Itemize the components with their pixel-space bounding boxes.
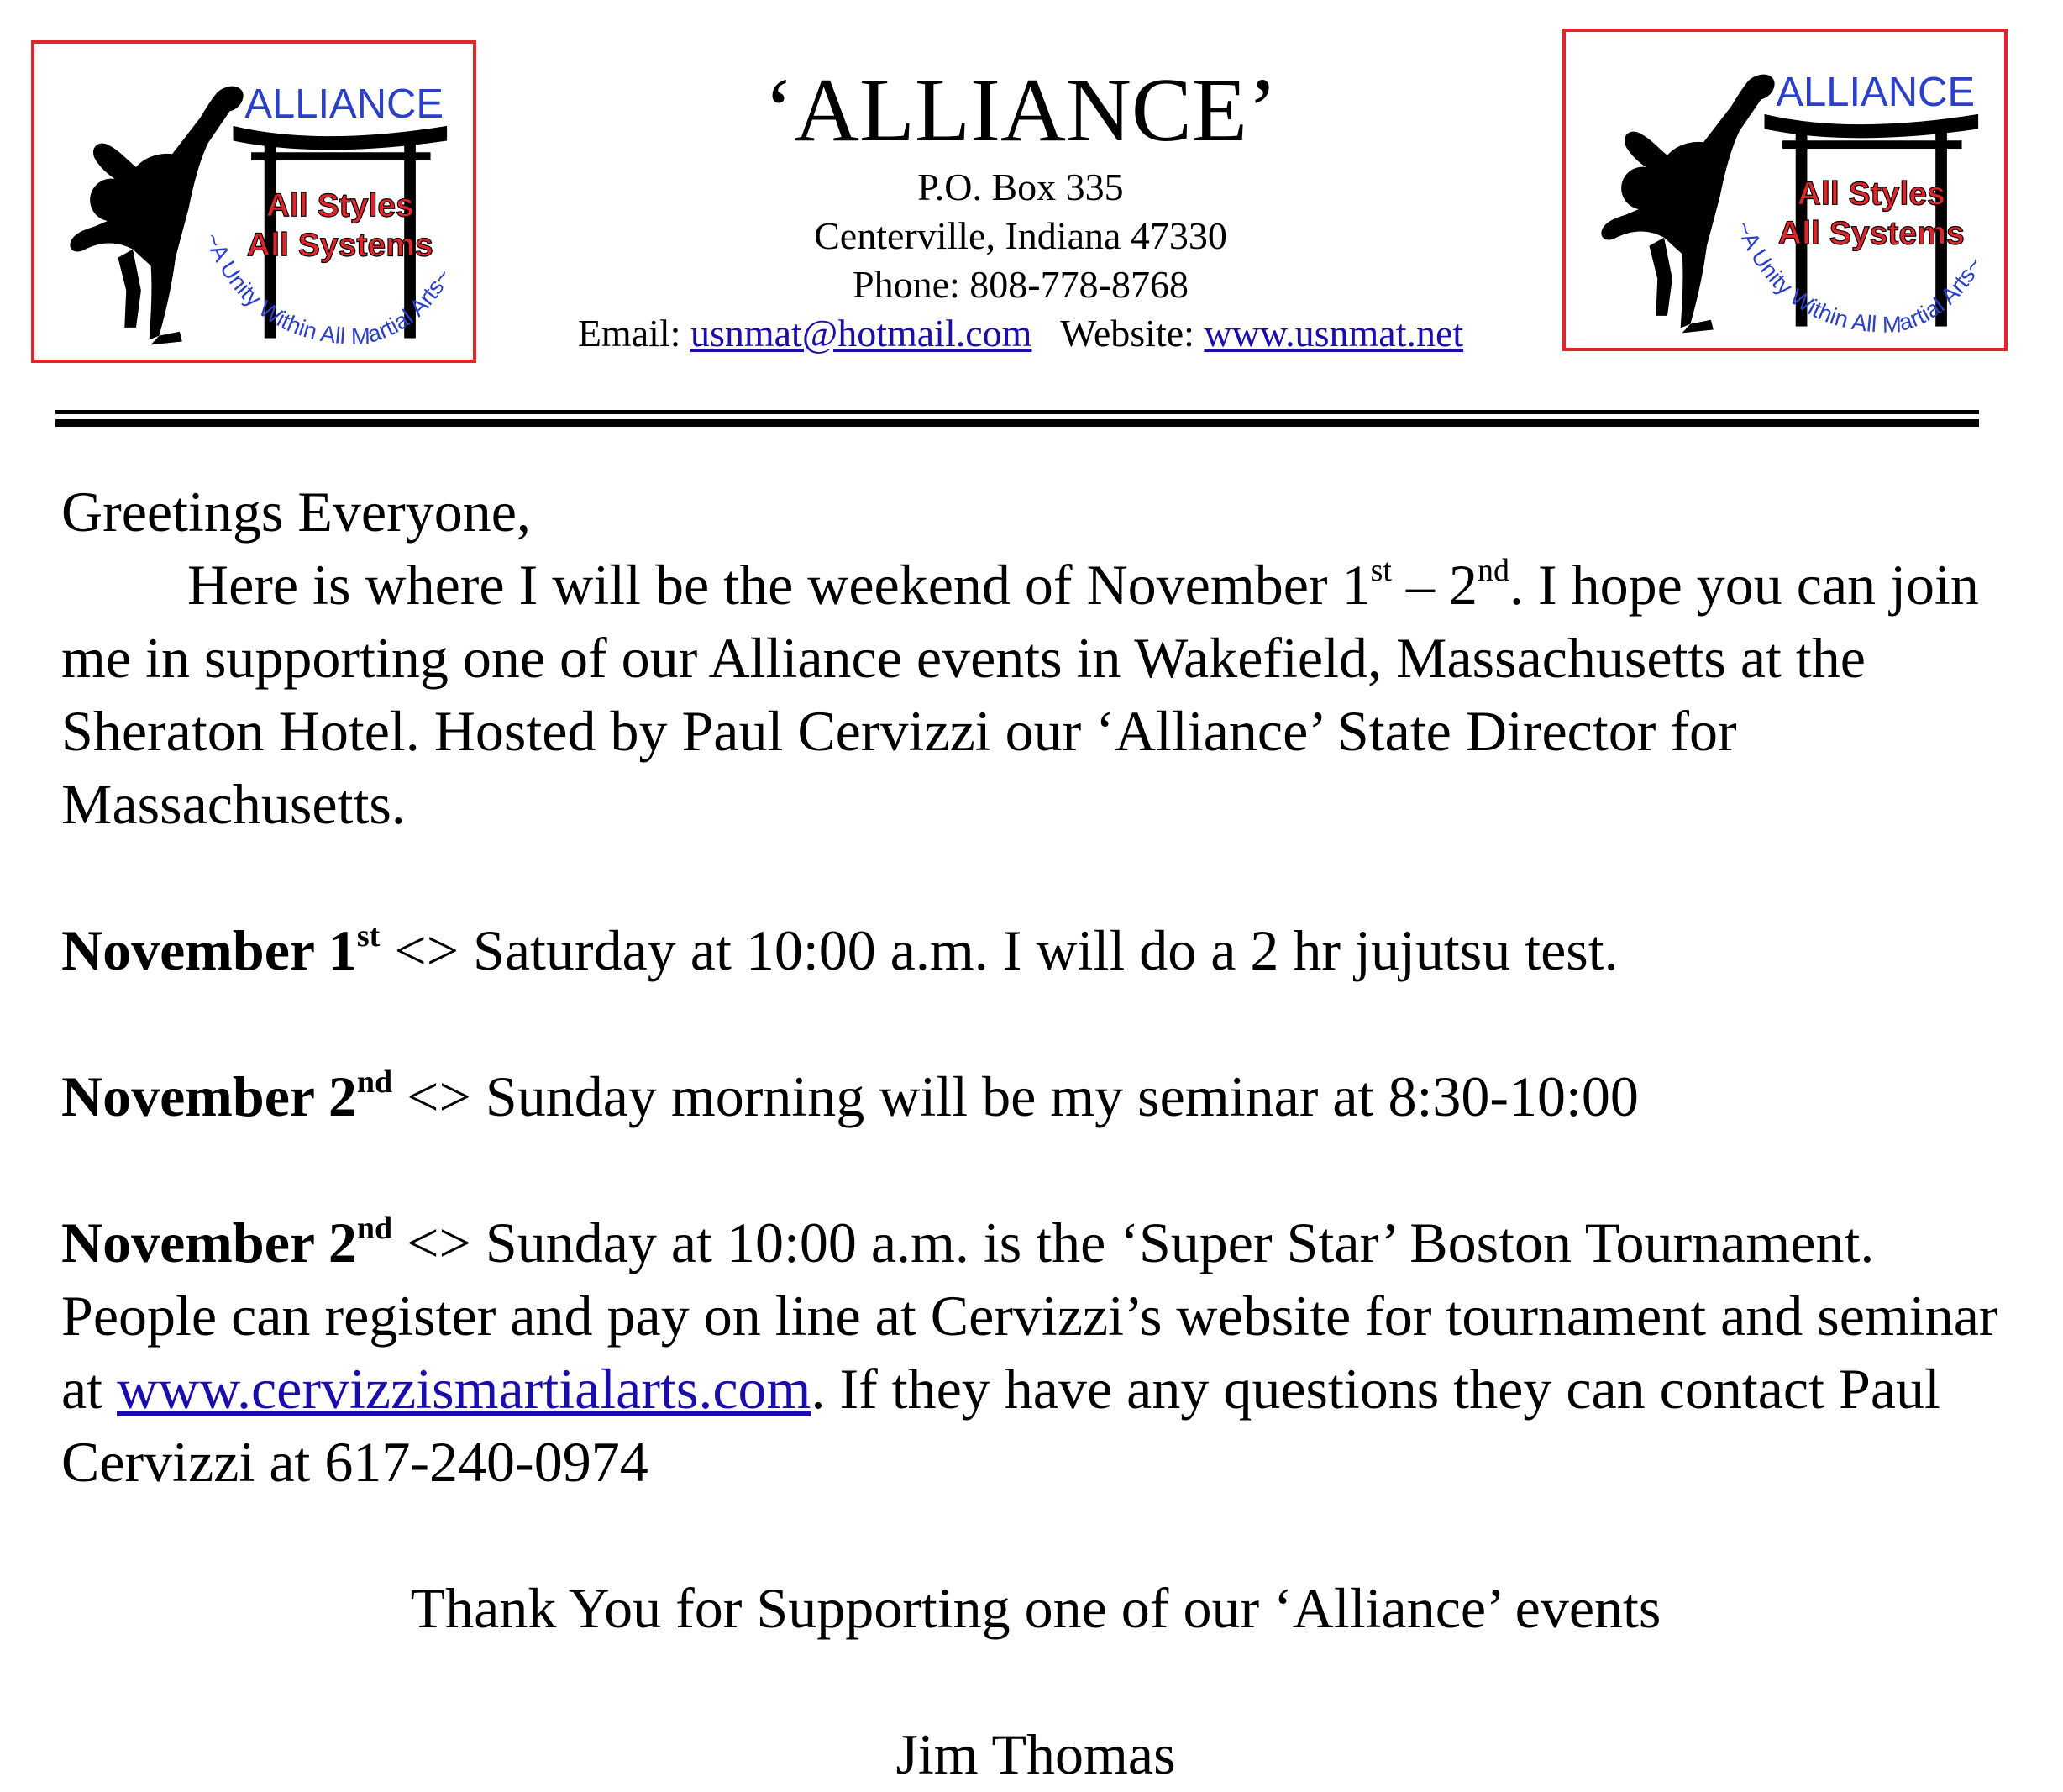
header-divider-thick	[55, 419, 1979, 427]
logo-center-line2: All Systems	[1778, 216, 1965, 252]
logo-title: ALLIANCE	[244, 81, 444, 127]
event-2: November 2nd <> Sunday morning will be m…	[61, 1060, 2010, 1133]
event-3: November 2nd <> Sunday at 10:00 a.m. is …	[61, 1206, 2010, 1499]
website-link[interactable]: www.usnmat.net	[1204, 312, 1464, 355]
martial-artist-icon	[1601, 74, 1775, 334]
spacer	[61, 987, 2010, 1060]
event-2-date: November 2nd	[61, 1064, 393, 1128]
letter-body: Greetings Everyone, Here is where I will…	[61, 476, 2010, 1791]
phone-number: Phone: 808-778-8768	[853, 263, 1189, 306]
spacer	[61, 841, 2010, 914]
event-1-text: <> Saturday at 10:00 a.m. I will do a 2 …	[380, 918, 1619, 982]
city-address: Centerville, Indiana 47330	[814, 214, 1227, 257]
letterhead: ‘ALLIANCE’ P.O. Box 335 Centerville, Ind…	[487, 59, 1554, 358]
martial-artist-icon	[70, 86, 244, 345]
event-1-date: November 1st	[61, 918, 381, 982]
email-link[interactable]: usnmat@hotmail.com	[690, 312, 1032, 355]
email-label: Email:	[577, 312, 681, 355]
logo-center-line1: All Styles	[266, 188, 414, 224]
thank-you-line: Thank You for Supporting one of our ‘All…	[410, 1576, 1661, 1640]
po-box: P.O. Box 335	[917, 166, 1124, 208]
alliance-logo-left: ALLIANCE All Styles All Systems ~A Unity…	[31, 40, 476, 363]
event-3-text: <> Sunday at 10:00 a.m. is the ‘Super St…	[61, 1211, 1998, 1421]
header-divider-thin	[55, 410, 1979, 414]
intro-paragraph: Here is where I will be the weekend of N…	[61, 549, 2010, 841]
org-name: ‘ALLIANCE’	[764, 60, 1278, 160]
logo-center-line1: All Styles	[1798, 176, 1945, 213]
event-3-text-after: . If they have any questions they can co…	[61, 1357, 1940, 1494]
contact-line: Email: usnmat@hotmail.com Website: www.u…	[487, 309, 1554, 358]
spacer	[61, 1499, 2010, 1572]
torii-gate-icon	[233, 125, 448, 339]
spacer	[61, 1645, 2010, 1718]
torii-gate-icon	[1764, 113, 1979, 327]
event-3-date: November 2nd	[61, 1211, 393, 1274]
intro-text-2: – 2	[1391, 553, 1478, 617]
spacer	[61, 1133, 2010, 1206]
alliance-logo-right: ALLIANCE All Styles All Systems ~A Unity…	[1562, 29, 2008, 351]
greeting: Greetings Everyone,	[61, 480, 531, 544]
alliance-emblem: ALLIANCE All Styles All Systems ~A Unity…	[70, 81, 456, 349]
event-1: November 1st <> Saturday at 10:00 a.m. I…	[61, 914, 2010, 987]
intro-text-1: Here is where I will be the weekend of N…	[187, 553, 1371, 617]
alliance-emblem: ALLIANCE All Styles All Systems ~A Unity…	[1601, 70, 1987, 338]
logo-center-line2: All Systems	[247, 228, 433, 264]
event-2-text: <> Sunday morning will be my seminar at …	[392, 1064, 1639, 1128]
intro-superscript-1: st	[1370, 553, 1392, 589]
signature: Jim Thomas	[895, 1722, 1176, 1786]
website-label: Website:	[1060, 312, 1194, 355]
intro-superscript-2: nd	[1477, 553, 1509, 589]
intro-text-3: . I hope you can join me in supporting o…	[61, 553, 1979, 836]
cervizzi-website-link[interactable]: www.cervizzismartialarts.com	[117, 1357, 811, 1421]
logo-title: ALLIANCE	[1776, 70, 1975, 115]
